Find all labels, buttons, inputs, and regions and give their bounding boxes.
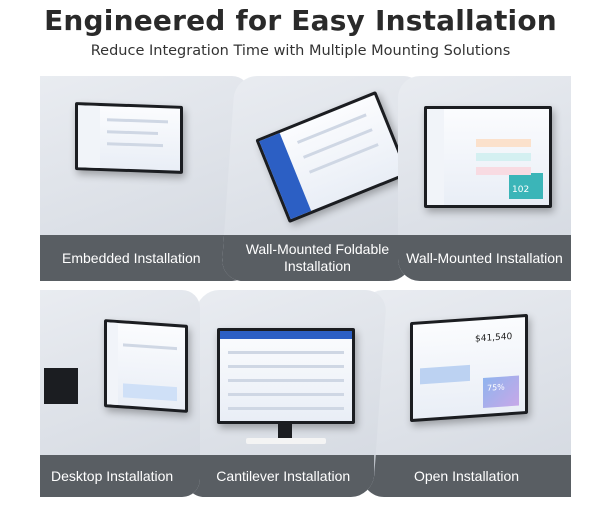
card-label: Desktop Installation	[40, 455, 200, 497]
monitor-image: $41,540 75%	[410, 313, 528, 423]
card-desktop: Desktop Installation	[40, 290, 200, 497]
card-label: Open Installation	[362, 455, 571, 497]
card-label: Wall-Mounted Foldable Installation	[222, 235, 413, 281]
balance-value: $41,540	[475, 331, 513, 345]
percent-value: 75%	[483, 375, 519, 409]
heart-rate-value: 102	[509, 173, 543, 199]
stand-base	[246, 438, 326, 444]
card-label: Embedded Installation	[40, 235, 250, 281]
card-wall-foldable: Wall-Mounted Foldable Installation	[220, 76, 426, 281]
card-cantilever: Cantilever Installation	[182, 290, 388, 497]
monitor-image	[217, 328, 355, 424]
monitor-image	[104, 319, 188, 413]
page-title: Engineered for Easy Installation	[44, 4, 557, 37]
monitor-image: 102	[424, 106, 552, 208]
card-embedded: Embedded Installation	[40, 76, 250, 281]
arm-mount-image	[44, 368, 78, 404]
card-label: Wall-Mounted Installation	[398, 235, 571, 281]
card-label: Cantilever Installation	[184, 455, 375, 497]
page-subtitle: Reduce Integration Time with Multiple Mo…	[90, 43, 511, 59]
monitor-image	[255, 90, 410, 224]
card-open: $41,540 75% Open Installation	[362, 290, 571, 497]
monitor-image	[75, 102, 183, 174]
card-wall-mounted: 102 Wall-Mounted Installation	[398, 76, 571, 281]
